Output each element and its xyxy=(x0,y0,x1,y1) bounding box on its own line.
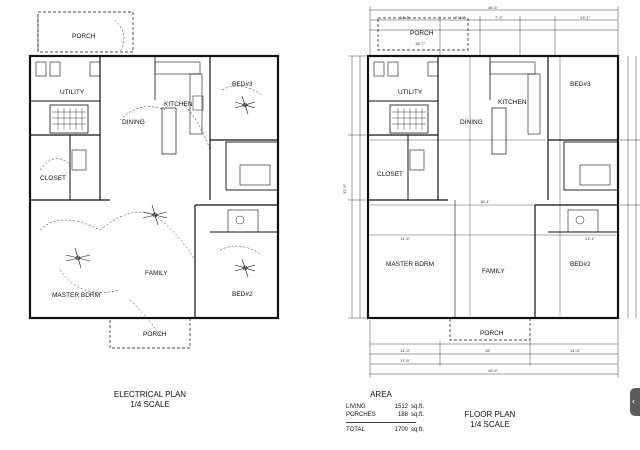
electrical-title-text: ELECTRICAL PLAN xyxy=(113,390,187,399)
floor-scale-text: 1/4 SCALE xyxy=(470,420,510,429)
chevron-left-icon: ‹ xyxy=(632,396,635,406)
electrical-scale-text: 1/4 SCALE xyxy=(130,400,170,409)
floor-porch-bottom-label: PORCH xyxy=(480,330,504,337)
floor-kitchen-label: KITCHEN xyxy=(498,99,527,106)
dim-bottom-d: 17'-8" xyxy=(400,358,411,363)
side-scroll-tab[interactable]: ‹ xyxy=(630,388,640,416)
area-divider xyxy=(346,422,416,423)
dim-top-b: 7'-10" xyxy=(455,15,466,20)
dim-top-a: 14'-5" xyxy=(400,15,411,20)
kitchen-counter-top xyxy=(154,61,201,75)
dim-bottom-c: 14'-3" xyxy=(570,348,581,353)
dim-top-c: 7'-2" xyxy=(495,15,504,20)
floor-master-label: MASTER BDRM xyxy=(386,261,434,268)
dim-top-d: 13'-1" xyxy=(580,15,591,20)
electrical-plan xyxy=(28,11,280,349)
porch-top-outline xyxy=(37,11,134,53)
electrical-plan-title: ELECTRICAL PLAN 1/4 SCALE xyxy=(95,390,205,410)
dim-bottom-b: 18' xyxy=(485,348,490,353)
area-row: LIVING 1512 sq.ft. xyxy=(346,404,425,410)
dimension-lines-top xyxy=(369,6,619,56)
ceiling-fans xyxy=(65,95,256,278)
washer xyxy=(35,61,47,77)
dim-bottom-a: 14'-3" xyxy=(400,348,411,353)
dimension-lines-side xyxy=(348,55,640,319)
floor-closet-label: CLOSET xyxy=(377,171,403,178)
floor-plan-title: FLOOR PLAN 1/4 SCALE xyxy=(440,410,540,430)
floor-dining-label: DINING xyxy=(460,119,483,126)
dim-family-width: 16'-1" xyxy=(480,199,491,204)
dim-porch-width: 18'-7" xyxy=(415,41,426,46)
area-heading: AREA xyxy=(370,390,392,399)
kitchen-counter-side xyxy=(189,73,203,135)
dim-left-total: 32'-6" xyxy=(342,183,347,194)
dimension-lines-interior xyxy=(370,56,616,316)
elec-closet-label: CLOSET xyxy=(40,175,66,182)
dim-master-width: 14'-6" xyxy=(400,236,411,241)
floor-utility-label: UTILITY xyxy=(398,89,423,96)
dim-overall-bottom: 46'-6" xyxy=(488,368,499,373)
floor-plan xyxy=(348,6,640,378)
elec-master-label: MASTER BDRM xyxy=(52,292,100,299)
elec-porch-top-label: PORCH xyxy=(72,33,96,40)
kitchen-island xyxy=(161,107,177,155)
elec-dining-label: DINING xyxy=(122,119,145,126)
elec-family-label: FAMILY xyxy=(145,270,168,277)
floor-title-text: FLOOR PLAN xyxy=(464,410,516,419)
floor-bed3-label: BED#3 xyxy=(570,81,591,88)
dryer xyxy=(49,61,61,77)
elec-utility-label: UTILITY xyxy=(60,89,85,96)
dimension-lines-bottom xyxy=(369,320,619,378)
area-total-row: TOTAL 1700 sq.ft. xyxy=(346,427,425,433)
floor-family-label: FAMILY xyxy=(482,268,505,275)
floor-porch-top-label: PORCH xyxy=(410,30,434,37)
dim-overall-top: 46'-6" xyxy=(488,5,499,10)
tub-right xyxy=(239,164,271,186)
elec-porch-bottom-label: PORCH xyxy=(143,331,167,338)
dim-bed2-width: 13'-1" xyxy=(585,236,596,241)
area-table: AREA LIVING 1512 sq.ft. PORCHES 188 sq.f… xyxy=(346,390,436,434)
area-row: PORCHES 188 sq.ft. xyxy=(346,412,425,418)
elec-bed2-label: BED#2 xyxy=(232,291,253,298)
porch-bottom-outline xyxy=(109,317,191,349)
switch-legs xyxy=(39,19,263,336)
floor-bed2-label: BED#2 xyxy=(570,261,591,268)
elec-kitchen-label: KITCHEN xyxy=(164,101,193,108)
elec-bed3-label: BED#3 xyxy=(232,81,253,88)
